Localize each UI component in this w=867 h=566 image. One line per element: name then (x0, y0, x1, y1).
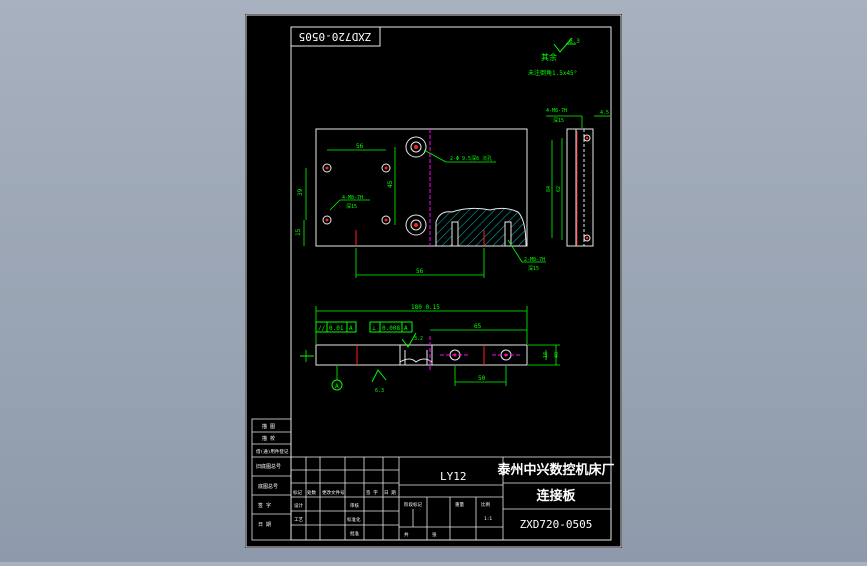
grid-header-2: 更改文件号 (322, 489, 345, 496)
drawing-number: ZXD720-0505 (520, 518, 593, 531)
callout-thread: 4-M8-7H (342, 195, 363, 201)
dim-front-bottom: 50 (478, 375, 486, 382)
tol-parallel-value: 0.01 (329, 325, 344, 332)
tolerance-parallel: // 0.01 A (315, 321, 357, 333)
roughness-note: 6.3 其余 未注倒角1.5x45° (528, 37, 580, 77)
side-view-outline (566, 128, 594, 247)
stage-header-2: 比例 (481, 501, 490, 508)
left-top-label-0: 描 图 (262, 423, 275, 430)
left-row-4: 日 期 (258, 522, 271, 528)
callout-side-sub: 深15 (553, 117, 564, 124)
title-block (251, 418, 612, 541)
tol-perp-value: 0.008 (382, 325, 400, 332)
left-row-0: 借(通)用件登记 (256, 448, 289, 455)
grid-role-2: 工艺 (294, 517, 303, 523)
tolerance-perpendicular: ⊥ 0.008 A (369, 321, 413, 333)
dim-side-inner: 62 (556, 186, 562, 192)
grid-role-4: 批准 (350, 530, 359, 537)
drawing-number-box: ZXD720-0505 (290, 26, 381, 47)
chamfer-note: 未注倒角1.5x45° (528, 69, 577, 77)
callout-bottom-thread: 2-M8-7H (524, 257, 545, 263)
roughness-top: 3.2 (414, 336, 423, 342)
callout-counterbore: 2-Φ 9.5深6 沉孔 (450, 155, 492, 162)
tol-perp-datum: A (404, 325, 408, 332)
dim-bottom: 56 (416, 268, 424, 275)
grid-header-4: 日 期 (384, 490, 396, 496)
dim-mid-vertical: 45 (387, 180, 394, 188)
section-hatch (435, 207, 527, 247)
company-name: 泰州中兴数控机床厂 (496, 462, 614, 478)
stage-header-0: 阶段标记 (404, 501, 422, 508)
sheet-unit-label: 张 (432, 531, 437, 538)
front-view: 180 0.15 65 50 18 40 // 0.01 A ⊥ 0.008 A… (300, 304, 560, 394)
dim-side-outer: 84 (546, 186, 552, 192)
counterbore-hole-bottom (405, 214, 427, 236)
parallel-symbol-icon: // (318, 325, 326, 332)
callout-side-top: 4-M8-7H (546, 108, 567, 114)
side-view: 4-M8-7H 深15 4.5 84 62 (546, 108, 610, 247)
grid-header-3: 签 字 (366, 489, 378, 496)
roughness-value: 6.3 (569, 38, 580, 45)
dim-left-bottom: 15 (295, 228, 302, 236)
scale-value: 1:1 (484, 516, 492, 522)
tol-parallel-datum: A (349, 325, 353, 332)
dim-inner: 65 (474, 323, 482, 330)
dim-overall: 180 0.15 (411, 304, 440, 311)
sheet-total-label: 共 (404, 531, 409, 538)
material-label: LY12 (440, 470, 467, 483)
top-view-outline (315, 128, 528, 247)
grid-role-0: 设计 (294, 502, 303, 509)
threaded-holes (322, 163, 391, 225)
part-name: 连接板 (536, 488, 576, 504)
dim-right-big: 40 (554, 352, 560, 358)
drawing-sheet (245, 14, 622, 548)
datum-label: A (335, 383, 339, 390)
rotated-drawing-number: ZXD720-0505 (299, 30, 372, 43)
sheet-outer-border (245, 14, 622, 548)
dim-right-small: 18 (543, 352, 549, 358)
callout-thread-sub: 深15 (346, 203, 357, 210)
grid-role-1: 审核 (350, 502, 359, 509)
left-top-label-1: 描 校 (262, 435, 275, 442)
counterbore-hole-top (405, 136, 427, 158)
top-view-dimensions (303, 147, 546, 278)
left-row-1: 旧底图总号 (256, 463, 281, 470)
roughness-top-icon (401, 332, 417, 348)
datum-circle-icon (331, 379, 343, 391)
grid-header-0: 标记 (293, 489, 302, 496)
top-view: 56 39 15 45 56 2-Φ 9.5深6 沉孔 4-M8-7H 深15 … (295, 128, 546, 278)
roughness-symbol-icon (553, 37, 573, 53)
roughness-label: 其余 (541, 52, 557, 62)
perpendicular-symbol-icon: ⊥ (372, 325, 376, 332)
dim-side-right: 4.5 (600, 110, 609, 116)
left-row-2: 底图总号 (258, 483, 278, 490)
roughness-bottom: 6.3 (375, 388, 384, 394)
grid-header-1: 处数 (307, 489, 316, 496)
dim-left-top: 39 (297, 188, 304, 196)
stage-header-1: 重量 (455, 501, 464, 508)
grid-role-3: 标准化 (347, 516, 361, 523)
roughness-bottom-icon (371, 369, 387, 383)
callout-bottom-sub: 深15 (528, 265, 539, 272)
left-row-3: 签 字 (258, 502, 271, 509)
dim-top: 56 (356, 143, 364, 150)
